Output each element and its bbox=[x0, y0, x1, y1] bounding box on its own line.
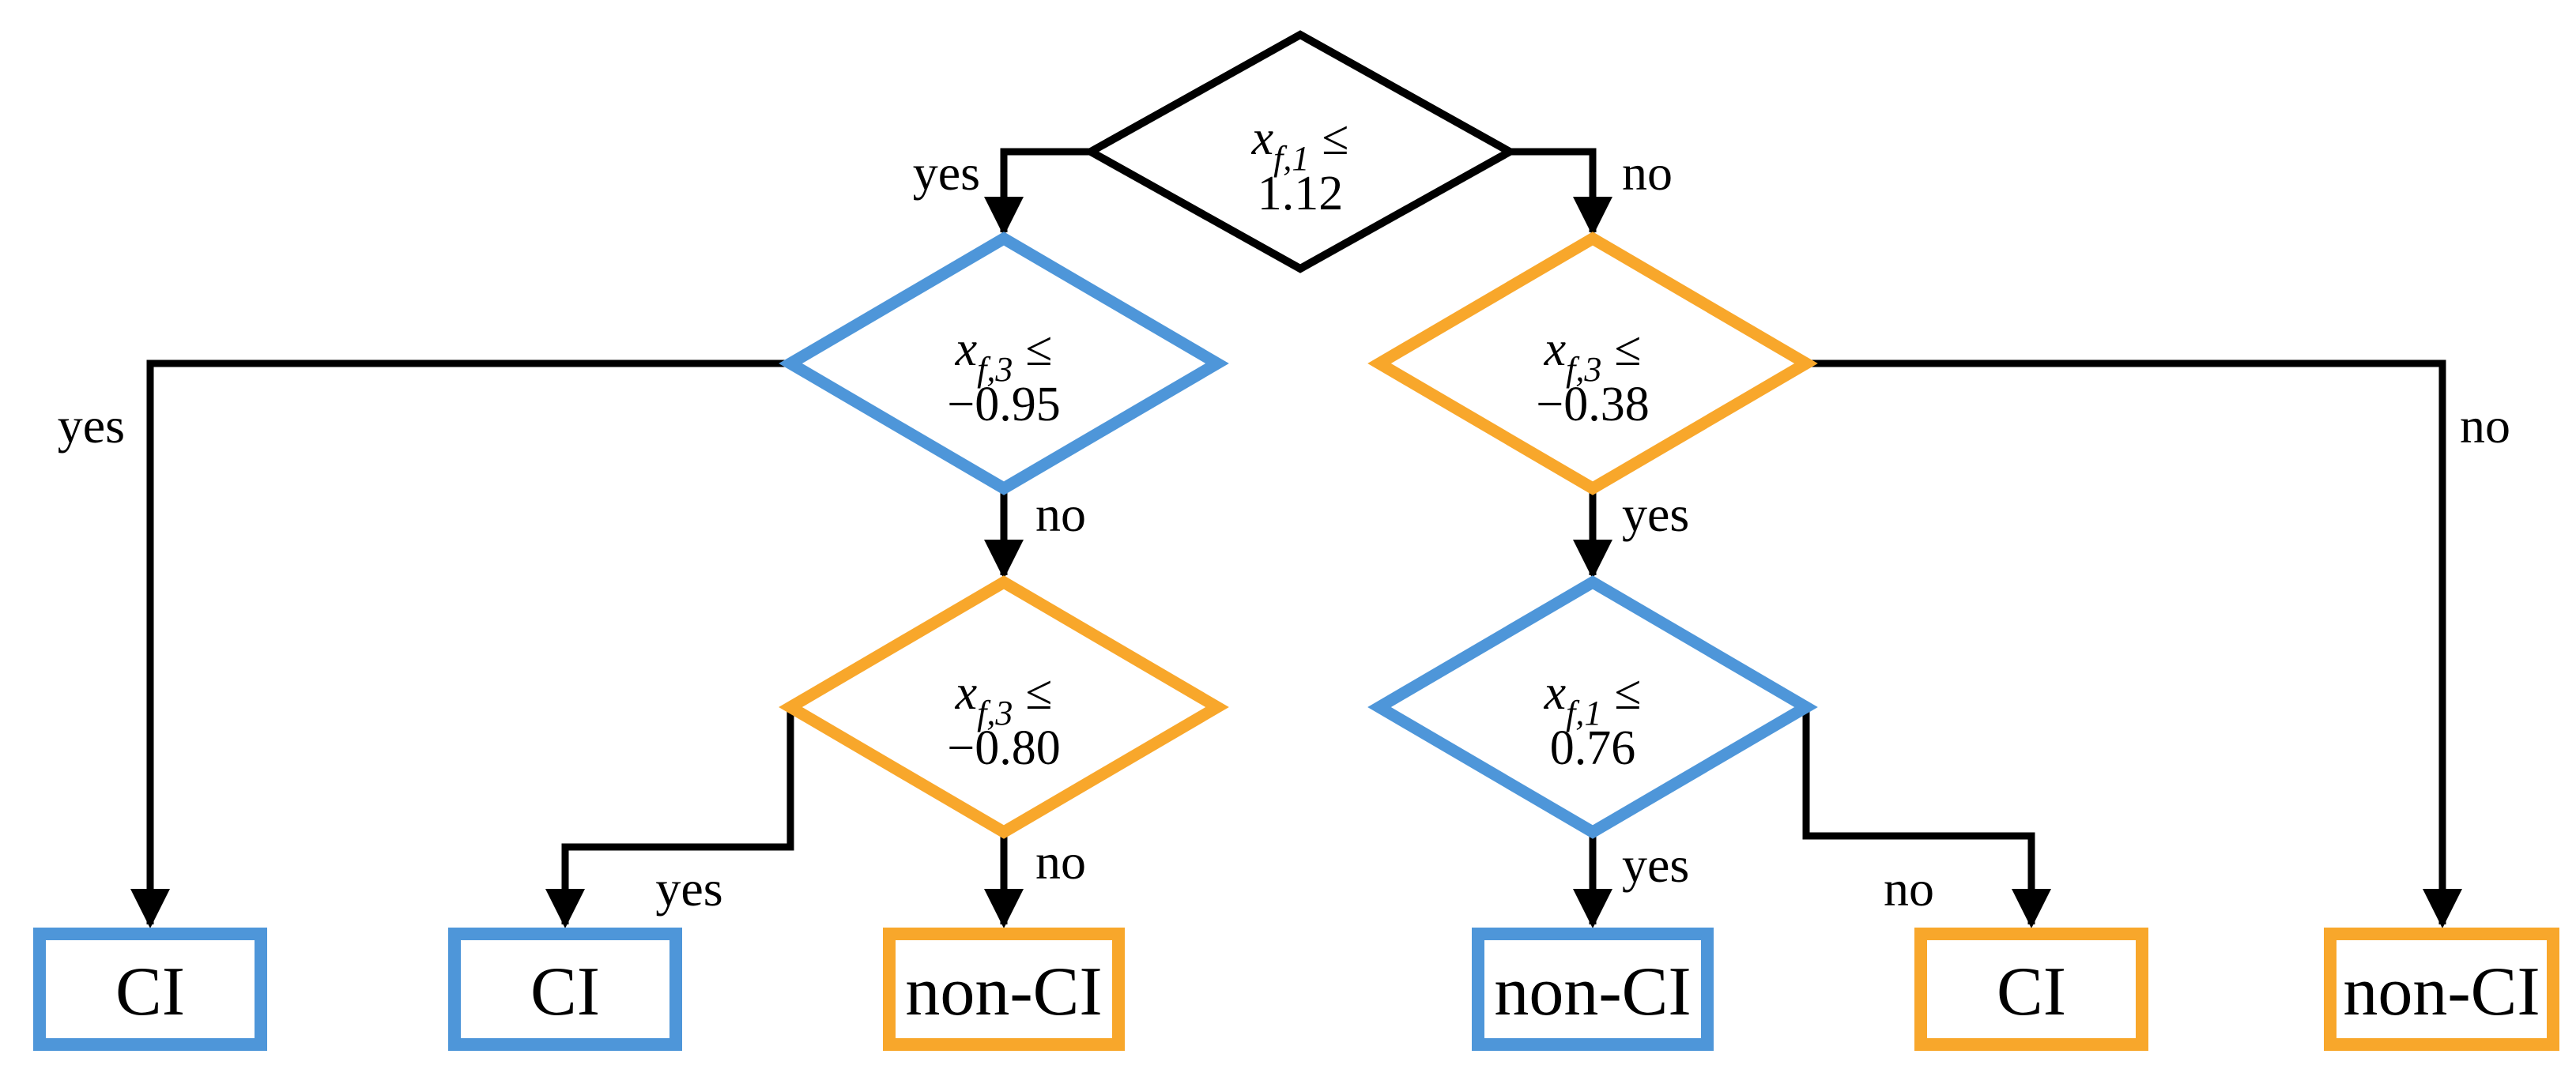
edge-label-root-no: no bbox=[1622, 145, 1673, 201]
leaf-label-3: non-CI bbox=[905, 954, 1102, 1030]
node-condition-root: xf,1≤ bbox=[1251, 111, 1349, 178]
edge-labels: yes no yes no yes no yes no yes no bbox=[58, 145, 2510, 917]
edge-root-no bbox=[1510, 148, 1612, 236]
leaf-node-2: CI bbox=[448, 928, 682, 1051]
edge-label-left-yes: yes bbox=[58, 397, 125, 454]
leaf-box-2 bbox=[448, 928, 682, 1051]
node-condition-left-child: xf,3≤ bbox=[955, 666, 1053, 732]
diamond-shape-right-child bbox=[1367, 575, 1818, 839]
node-threshold-right: −0.38 bbox=[1536, 378, 1649, 431]
leaf-node-5: CI bbox=[1914, 928, 2148, 1051]
leaf-label-5: CI bbox=[1997, 954, 2066, 1030]
edge-label-right-no: no bbox=[2460, 397, 2510, 454]
edge-label-left-no: no bbox=[1035, 486, 1086, 542]
leaf-label-2: CI bbox=[530, 954, 600, 1030]
edge-left-child-yes bbox=[545, 707, 794, 928]
edge-left-yes bbox=[130, 359, 790, 928]
leaf-node-4: non-CI bbox=[1472, 928, 1714, 1051]
leaf-node-3: non-CI bbox=[883, 928, 1125, 1051]
decision-node-left: xf,3≤ −0.95 bbox=[779, 231, 1229, 495]
edge-label-right-child-yes: yes bbox=[1622, 837, 1689, 893]
node-threshold-right-child: 0.76 bbox=[1550, 721, 1636, 775]
leaf-label-4: non-CI bbox=[1494, 954, 1691, 1030]
edges bbox=[130, 148, 2462, 928]
diamond-shape-right bbox=[1367, 231, 1818, 495]
decision-node-left-child: xf,3≤ −0.80 bbox=[779, 575, 1229, 839]
leaf-label-6: non-CI bbox=[2343, 954, 2540, 1030]
leaf-label-1: CI bbox=[115, 954, 185, 1030]
decision-node-right: xf,3≤ −0.38 bbox=[1367, 231, 1818, 495]
edge-label-root-yes: yes bbox=[913, 145, 980, 201]
node-condition-right-child: xf,1≤ bbox=[1544, 666, 1642, 732]
edge-right-no bbox=[1806, 359, 2462, 928]
diamond-shape-left bbox=[779, 231, 1229, 495]
diamond-shape-root bbox=[1082, 30, 1518, 273]
diamond-shape-left-child bbox=[779, 575, 1229, 839]
node-condition-left: xf,3≤ bbox=[955, 322, 1053, 389]
edge-label-left-child-yes: yes bbox=[655, 860, 722, 917]
edge-label-left-child-no: no bbox=[1035, 834, 1086, 890]
decision-node-root: xf,1≤ 1.12 bbox=[1082, 30, 1518, 273]
leaf-node-1: CI bbox=[33, 928, 267, 1051]
leaf-box-5 bbox=[1914, 928, 2148, 1051]
leaf-node-6: non-CI bbox=[2324, 928, 2559, 1051]
node-threshold-root: 1.12 bbox=[1258, 167, 1344, 220]
decision-node-right-child: xf,1≤ 0.76 bbox=[1367, 575, 1818, 839]
edge-label-right-yes: yes bbox=[1622, 486, 1689, 542]
edge-root-yes bbox=[984, 148, 1091, 236]
leaf-box-6 bbox=[2324, 928, 2559, 1051]
leaf-box-4 bbox=[1472, 928, 1714, 1051]
edge-right-child-no bbox=[1802, 707, 2051, 928]
leaf-box-3 bbox=[883, 928, 1125, 1051]
node-threshold-left: −0.95 bbox=[947, 378, 1060, 431]
edge-label-right-child-no: no bbox=[1884, 860, 1934, 917]
leaf-box-1 bbox=[33, 928, 267, 1051]
node-condition-right: xf,3≤ bbox=[1544, 322, 1642, 389]
node-threshold-left-child: −0.80 bbox=[947, 721, 1060, 775]
